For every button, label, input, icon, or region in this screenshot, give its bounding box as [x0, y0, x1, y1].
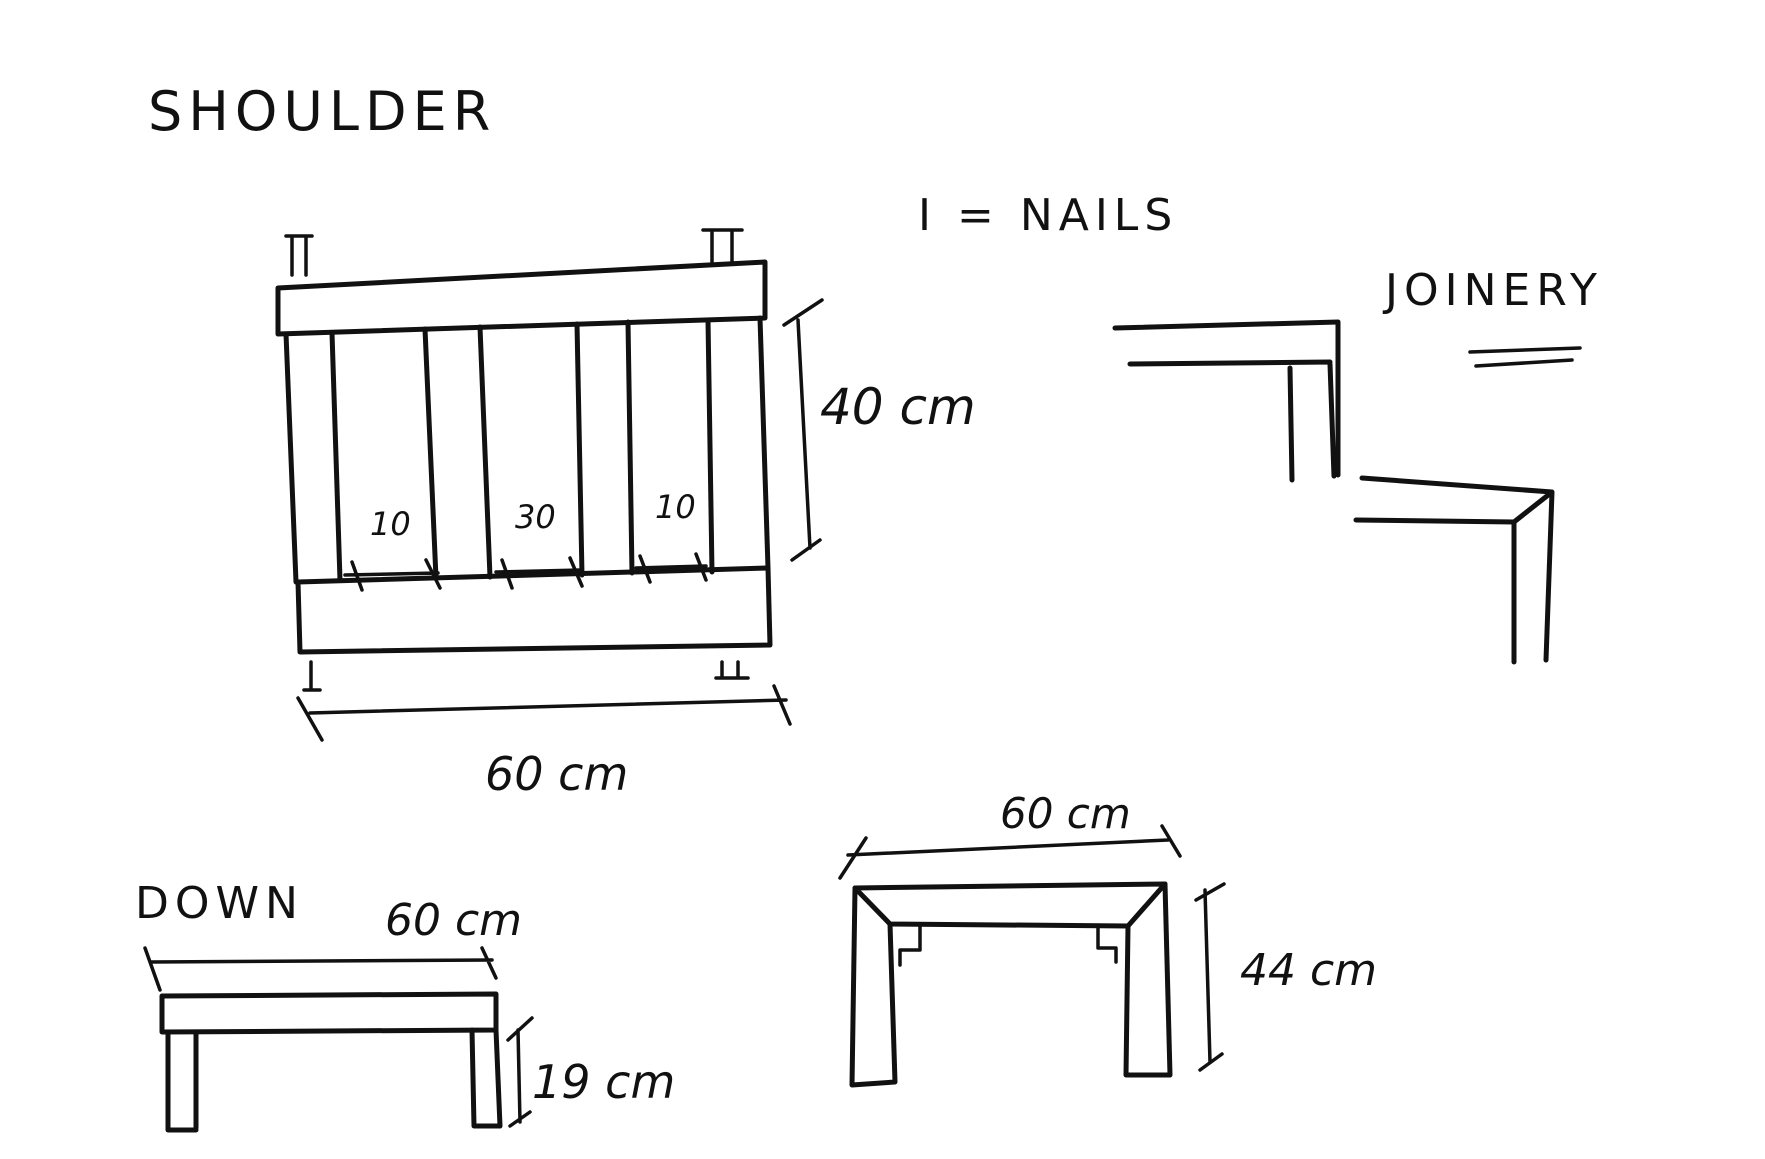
shoulder-top-rail	[275, 259, 768, 337]
shoulder-title: SHOULDER	[148, 80, 496, 143]
joinery-drawing	[1112, 319, 1582, 665]
down-width-dimension	[143, 946, 498, 992]
nail-marks-bottom	[302, 660, 750, 692]
joinery-title: JOINERY	[1382, 265, 1603, 316]
shoulder-outer-stiles	[283, 315, 771, 585]
gap-left-label: 10	[370, 505, 411, 543]
front-width-dimension	[838, 824, 1182, 880]
front-height-dimension	[1194, 882, 1226, 1072]
gap-middle-label: 30	[515, 498, 556, 536]
gap-dimensions	[343, 552, 708, 592]
shoulder-slats	[329, 317, 715, 583]
down-width-label: 60 cm	[385, 895, 522, 946]
mitre-joint	[1353, 475, 1555, 665]
nail-marks-top	[284, 228, 744, 277]
front-height-label: 44 cm	[1240, 945, 1377, 996]
down-height-label: 19 cm	[532, 1055, 675, 1109]
front-legs	[849, 881, 1173, 1088]
down-title: DOWN	[135, 878, 304, 929]
shoulder-height-dimension	[782, 298, 824, 562]
front-top-rail	[852, 881, 1168, 929]
front-shoulder-notches	[888, 922, 1130, 967]
joinery-underline-marks	[1468, 346, 1582, 368]
butt-joint	[1112, 319, 1341, 483]
down-drawing	[143, 946, 534, 1133]
shoulder-height-label: 40 cm	[820, 378, 976, 436]
shoulder-drawing	[275, 228, 824, 742]
nails-legend: I = NAILS	[918, 190, 1178, 241]
down-legs	[165, 1027, 503, 1133]
down-top-board	[159, 991, 499, 1035]
down-height-dimension	[506, 1016, 534, 1128]
front-width-label: 60 cm	[1000, 789, 1131, 838]
gap-right-label: 10	[655, 488, 696, 526]
shoulder-bottom-rail	[295, 565, 773, 655]
shoulder-width-dimension	[296, 684, 792, 742]
shoulder-width-label: 60 cm	[485, 747, 628, 801]
front-drawing	[838, 824, 1226, 1088]
